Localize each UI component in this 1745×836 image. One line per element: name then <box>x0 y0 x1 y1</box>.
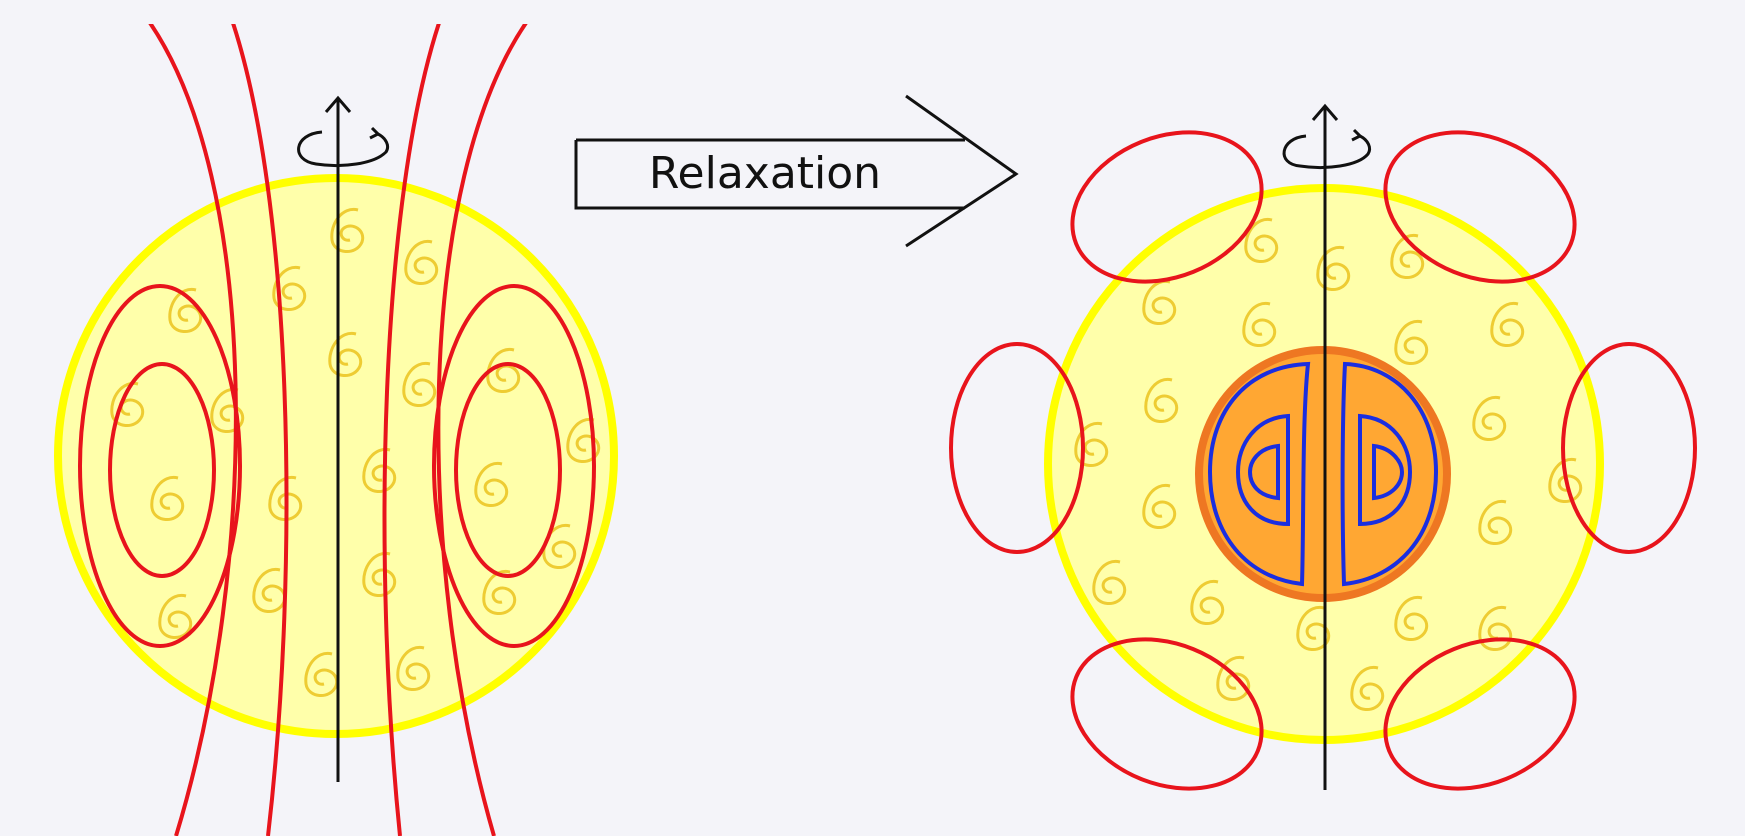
core-disk <box>1195 346 1451 602</box>
up-arrow-icon-head <box>324 95 352 113</box>
relaxation-arrow-shape <box>574 94 1019 248</box>
core-mid-loop-west <box>1235 413 1290 527</box>
spiral-glyph <box>402 361 437 407</box>
core-inner-loop-east <box>1372 443 1405 501</box>
spiral-glyph <box>1142 279 1177 325</box>
spiral-glyph <box>1490 301 1525 347</box>
magnetized-core <box>1195 346 1451 602</box>
open-field-line-2 <box>231 24 289 836</box>
spiral-glyph <box>1472 395 1507 441</box>
open-field-line-4 <box>436 24 528 836</box>
open-field-line-1 <box>148 24 238 836</box>
detached-field-loops <box>949 130 1697 791</box>
spiral-glyph <box>1092 559 1127 605</box>
spiral-glyph <box>1296 605 1331 651</box>
spiral-glyph <box>1394 319 1429 365</box>
relaxation-label: Relaxation <box>649 148 881 199</box>
spiral-glyph <box>1142 483 1177 529</box>
spiral-glyph <box>1144 377 1179 423</box>
spiral-glyph <box>486 347 521 393</box>
initial-state-panel <box>54 24 618 836</box>
detached-loop-right <box>1561 342 1697 554</box>
curved-arrow-icon-head <box>1351 128 1363 142</box>
spiral-glyph <box>474 461 509 507</box>
spiral-glyph <box>1390 233 1425 279</box>
spiral-glyph <box>1548 457 1583 503</box>
spiral-glyph <box>330 207 365 253</box>
spiral-glyph <box>1394 595 1429 641</box>
left-closed-field-loops <box>78 284 596 648</box>
relaxation-arrow: Relaxation <box>574 94 1019 248</box>
detached-loop-top-right <box>1383 130 1577 284</box>
core-field-loops <box>1207 361 1439 587</box>
spiral-glyph <box>1316 245 1351 291</box>
left-open-field-lines <box>148 24 528 836</box>
spiral-glyph <box>158 593 193 639</box>
spiral-glyph <box>272 265 307 311</box>
spiral-glyph <box>566 417 601 463</box>
spiral-glyph <box>1350 665 1385 711</box>
spiral-glyph <box>1478 499 1513 545</box>
detached-loop-top-left <box>1070 130 1264 284</box>
left-outer-loop-east <box>432 284 596 648</box>
detached-loop-left <box>949 342 1085 554</box>
spiral-glyph <box>404 239 439 285</box>
left-star-disk <box>54 174 618 738</box>
spiral-glyph <box>362 551 397 597</box>
core-mid-loop-east <box>1358 413 1413 527</box>
spiral-glyph <box>1244 217 1279 263</box>
spiral-glyph <box>482 569 517 615</box>
spiral-glyph <box>1074 421 1109 467</box>
core-outer-loop-east <box>1340 361 1439 587</box>
open-field-line-3 <box>382 24 441 836</box>
curved-arrow-icon-head <box>369 126 381 140</box>
up-arrow-icon-head <box>1311 103 1339 121</box>
curved-arrow-icon <box>297 130 390 167</box>
core-outer-loop-west <box>1207 361 1311 587</box>
spiral-glyph <box>268 475 303 521</box>
left-rotation-axis <box>297 95 390 782</box>
spiral-glyph <box>210 387 245 433</box>
spiral-glyph <box>396 645 431 691</box>
spiral-glyph <box>168 287 203 333</box>
relaxed-state-panel <box>949 103 1697 791</box>
detached-loop-bottom-right <box>1383 637 1577 791</box>
detached-loop-bottom-left <box>1070 637 1264 791</box>
curved-arrow-icon <box>1282 134 1372 169</box>
spiral-glyph <box>1190 579 1225 625</box>
right-turbulence-swirls <box>1074 217 1583 711</box>
spiral-glyph <box>150 475 185 521</box>
spiral-glyph <box>1242 301 1277 347</box>
spiral-glyph <box>304 651 339 697</box>
right-rotation-axis <box>1282 103 1372 790</box>
spiral-glyph <box>362 447 397 493</box>
left-inner-loop-east <box>454 362 562 578</box>
left-inner-loop-west <box>108 362 216 578</box>
left-outer-loop-west <box>78 284 242 648</box>
core-inner-loop-west <box>1247 443 1280 501</box>
